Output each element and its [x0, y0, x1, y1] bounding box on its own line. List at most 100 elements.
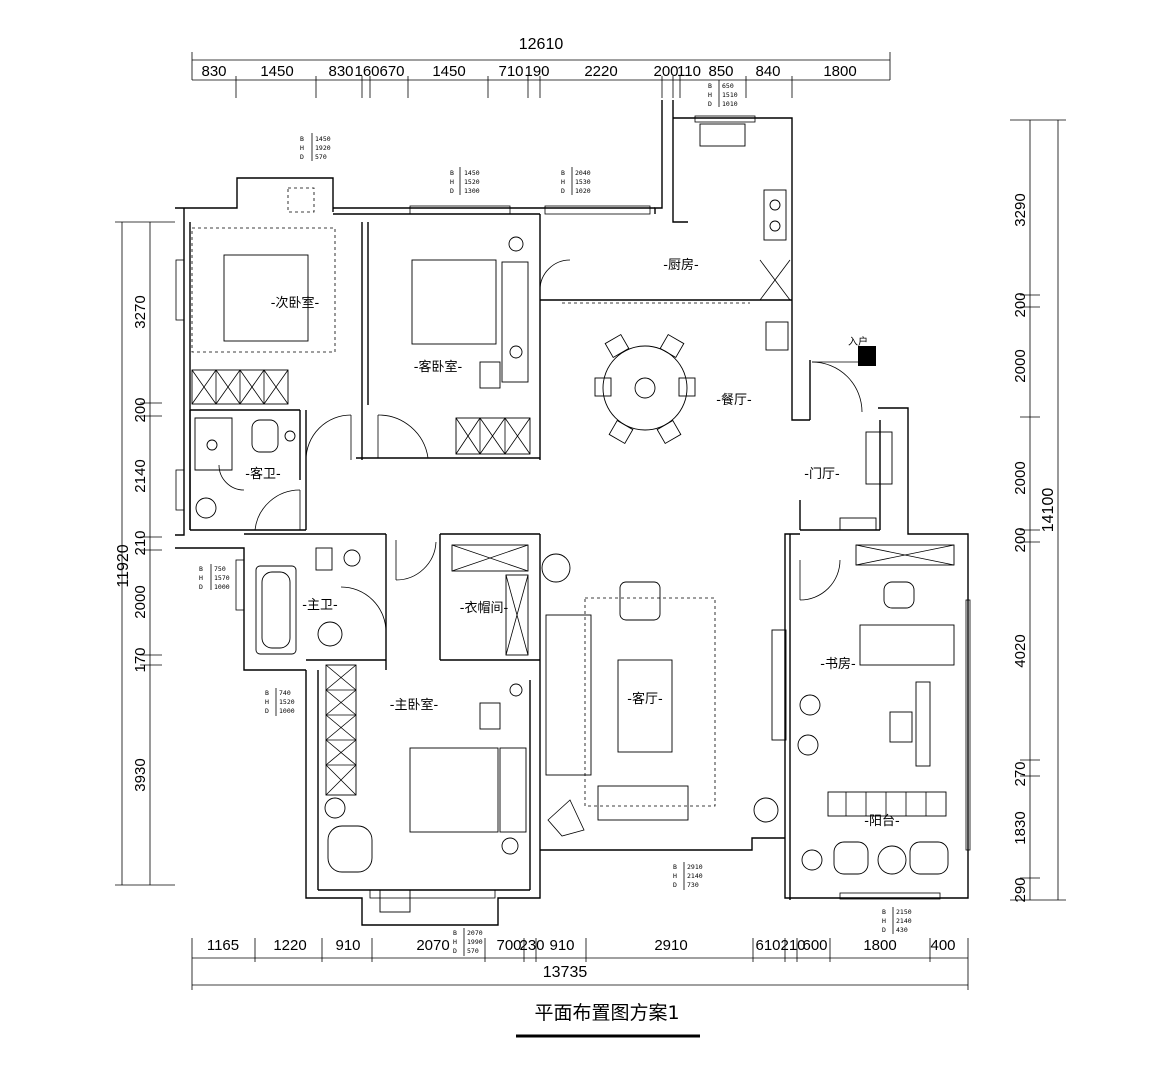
svg-text:2910: 2910 — [687, 863, 703, 871]
bottom-dim: 1165 — [207, 937, 239, 954]
dining-label: -餐厅- — [716, 392, 752, 408]
svg-text:1000: 1000 — [279, 707, 295, 715]
svg-text:H: H — [561, 178, 565, 186]
svg-text:430: 430 — [896, 926, 908, 934]
svg-text:D: D — [561, 187, 565, 195]
svg-text:B: B — [882, 908, 886, 916]
guest-bedroom-wardrobe — [455, 417, 531, 455]
svg-text:B: B — [561, 169, 565, 177]
closet-label: -衣帽间- — [460, 600, 509, 616]
guest-bedroom-bed — [411, 259, 497, 345]
right-dim: 1830 — [1012, 811, 1029, 844]
left-dimension-chain: 11920 3270 200 2140 210 2000 170 3930 — [115, 221, 175, 886]
svg-text:H: H — [265, 698, 269, 706]
right-dim: 270 — [1012, 761, 1029, 786]
right-dim: 3290 — [1012, 193, 1029, 226]
master-bath-label: -主卫- — [302, 598, 338, 613]
svg-text:D: D — [265, 707, 269, 715]
top-dim: 710 — [498, 63, 523, 80]
left-dim: 3270 — [132, 295, 149, 328]
right-dim: 200 — [1012, 292, 1029, 317]
svg-text:750: 750 — [214, 565, 226, 573]
svg-text:1010: 1010 — [722, 100, 738, 108]
svg-text:D: D — [450, 187, 454, 195]
svg-text:2140: 2140 — [896, 917, 912, 925]
svg-text:1450: 1450 — [315, 135, 331, 143]
guest-bedroom-label: -客卧室- — [414, 359, 463, 375]
svg-text:H: H — [708, 91, 712, 99]
furniture — [191, 123, 955, 913]
room-labels: -次卧室- -客卧室- -厨房- -餐厅- -客卫- -门厅- -主卫- -衣帽… — [245, 257, 900, 829]
svg-text:B: B — [199, 565, 203, 573]
left-total-dimension: 11920 — [115, 544, 132, 587]
left-dim: 170 — [132, 647, 149, 672]
top-dim: 830 — [328, 63, 353, 80]
bottom-dim: 210 — [780, 937, 805, 954]
svg-text:2140: 2140 — [687, 872, 703, 880]
top-dim: 190 — [524, 63, 549, 80]
left-dim: 200 — [132, 397, 149, 422]
svg-text:1450: 1450 — [464, 169, 480, 177]
right-dim: 4020 — [1012, 634, 1029, 667]
second-bedroom-label: -次卧室- — [271, 295, 320, 311]
svg-text:D: D — [199, 583, 203, 591]
kitchen-label: -厨房- — [663, 257, 699, 273]
svg-text:1520: 1520 — [279, 698, 295, 706]
plan-title: 平面布置图方案1 — [534, 1002, 679, 1024]
svg-text:1570: 1570 — [214, 574, 230, 582]
svg-text:730: 730 — [687, 881, 699, 889]
svg-text:1530: 1530 — [575, 178, 591, 186]
coffee-table — [617, 659, 673, 753]
svg-text:740: 740 — [279, 689, 291, 697]
left-dim: 210 — [132, 530, 149, 555]
living-room-label: -客厅- — [627, 691, 663, 707]
svg-text:2070: 2070 — [467, 929, 483, 937]
study-label: -书房- — [820, 656, 856, 672]
svg-text:D: D — [673, 881, 677, 889]
svg-text:B: B — [300, 135, 304, 143]
top-dim: 840 — [755, 63, 780, 80]
bottom-dim: 2910 — [654, 937, 687, 954]
master-bedroom-bed — [409, 747, 499, 833]
top-dim: 1450 — [260, 63, 293, 80]
walls — [175, 100, 969, 926]
top-dimension-chain: 12610 830 1450 830 160 670 1450 710 190 … — [191, 36, 891, 98]
top-dim: 850 — [708, 63, 733, 80]
bottom-dimension-chain: 1165 1220 910 2070 700 230 910 2910 610 … — [191, 937, 969, 990]
left-dim: 2000 — [132, 585, 149, 618]
bottom-dim: 400 — [930, 937, 955, 954]
bottom-dim: 700 — [496, 937, 521, 954]
svg-text:B: B — [265, 689, 269, 697]
svg-text:B: B — [708, 82, 712, 90]
master-bedroom-wardrobe — [325, 664, 357, 796]
master-bedroom-label: -主卧室- — [390, 697, 439, 713]
top-total-dimension: 12610 — [519, 36, 564, 53]
svg-text:1920: 1920 — [315, 144, 331, 152]
left-dim: 3930 — [132, 758, 149, 791]
right-dim: 200 — [1012, 527, 1029, 552]
dining-table — [602, 345, 688, 431]
bathtub — [255, 565, 297, 655]
svg-text:570: 570 — [467, 947, 479, 955]
svg-text:H: H — [199, 574, 203, 582]
svg-text:H: H — [453, 938, 457, 946]
svg-text:H: H — [673, 872, 677, 880]
bottom-dim: 1800 — [863, 937, 896, 954]
svg-text:1020: 1020 — [575, 187, 591, 195]
svg-text:1990: 1990 — [467, 938, 483, 946]
doors — [218, 259, 863, 633]
guest-bath-label: -客卫- — [245, 466, 281, 482]
svg-text:D: D — [453, 947, 457, 955]
right-dim: 2000 — [1012, 349, 1029, 382]
right-dim: 2000 — [1012, 461, 1029, 494]
right-dim: 290 — [1012, 877, 1029, 902]
living-room-sofa — [545, 614, 592, 776]
bottom-dim: 600 — [802, 937, 827, 954]
svg-text:D: D — [882, 926, 886, 934]
